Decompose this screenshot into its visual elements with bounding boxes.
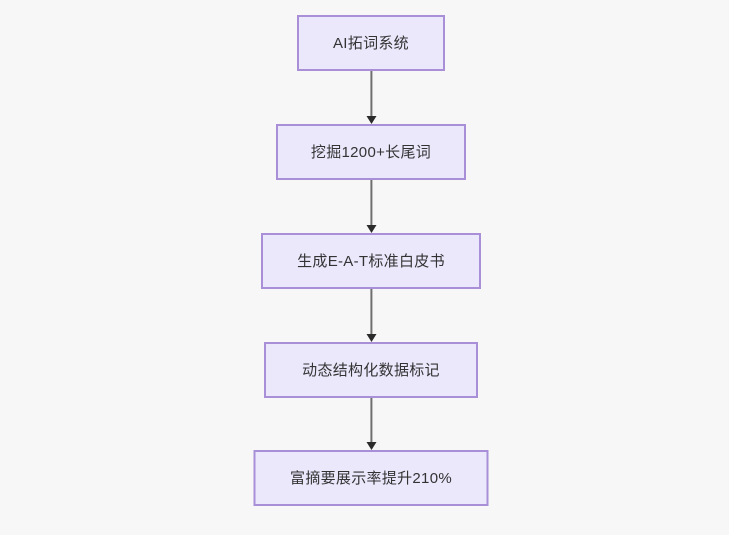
- edge-line: [369, 398, 373, 444]
- flow-node-label: 动态结构化数据标记: [302, 361, 440, 379]
- arrowhead-down-icon: [366, 334, 376, 342]
- flow-node-label: 挖掘1200+长尾词: [310, 143, 432, 161]
- edge-n1-n2: [366, 71, 376, 124]
- flow-node-longtail-mining[interactable]: 挖掘1200+长尾词: [276, 124, 466, 180]
- edge-line: [369, 180, 373, 227]
- flow-node-label: 生成E-A-T标准白皮书: [297, 252, 445, 270]
- edge-line: [369, 289, 373, 336]
- arrowhead-down-icon: [366, 116, 376, 124]
- flow-node-rich-snippet-result[interactable]: 富摘要展示率提升210%: [253, 450, 489, 506]
- arrowhead-down-icon: [366, 442, 376, 450]
- flow-node-label: 富摘要展示率提升210%: [290, 469, 452, 487]
- edge-n4-n5: [366, 398, 376, 450]
- flow-node-ai-keyword-system[interactable]: AI拓词系统: [297, 15, 445, 71]
- flow-node-structured-data-markup[interactable]: 动态结构化数据标记: [264, 342, 478, 398]
- edge-n2-n3: [366, 180, 376, 233]
- edge-n3-n4: [366, 289, 376, 342]
- flow-node-eat-whitepaper[interactable]: 生成E-A-T标准白皮书: [261, 233, 481, 289]
- arrowhead-down-icon: [366, 225, 376, 233]
- flow-node-label: AI拓词系统: [333, 34, 409, 52]
- edge-line: [369, 71, 373, 118]
